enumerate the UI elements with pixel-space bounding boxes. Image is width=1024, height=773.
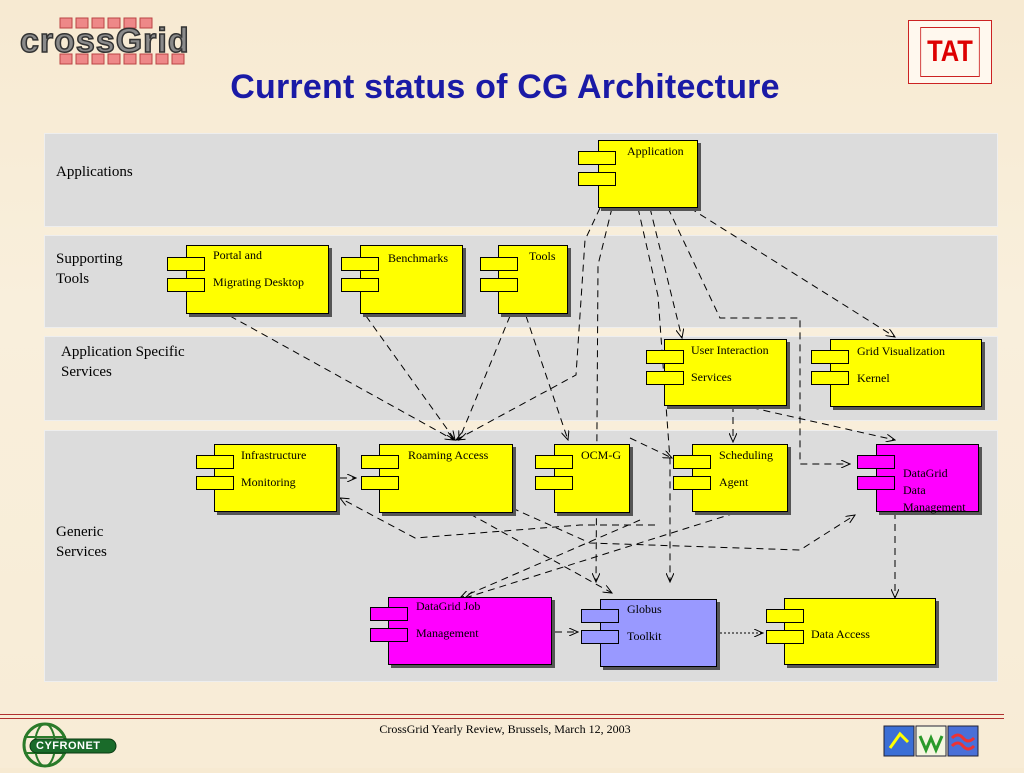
- component-scheduling-agent-line2: Agent: [719, 475, 749, 489]
- component-globus-toolkit-label: Globus Toolkit: [627, 602, 662, 643]
- component-user-interaction-line2: Services: [691, 370, 732, 384]
- component-data-access-port-2: [766, 630, 804, 644]
- component-ocm-g-label: OCM-G: [581, 448, 622, 462]
- component-infrastructure-monitoring-label: Infrastructure Monitoring: [241, 448, 306, 489]
- crossgrid-logo: crossGrid: [18, 16, 233, 66]
- component-datagrid-job-management-label: DataGrid Job Management: [416, 599, 480, 640]
- layer-label-supporting-tools: Supporting Tools: [56, 251, 123, 287]
- component-roaming-access[interactable]: Roaming Access: [379, 444, 513, 513]
- component-portal-port-2: [167, 278, 205, 292]
- component-ocm-g-port-2: [535, 476, 573, 490]
- component-benchmarks-label: Benchmarks: [388, 251, 448, 265]
- component-application-port-1: [578, 151, 616, 165]
- component-datagrid-job-management[interactable]: DataGrid Job Management: [388, 597, 552, 665]
- component-datagrid-data-management-label: DataGrid Data Management: [903, 448, 966, 533]
- component-datagrid-job-management-port-2: [370, 628, 408, 642]
- component-data-access[interactable]: Data Access: [784, 598, 936, 665]
- cyfronet-logo: CYFRONET: [20, 722, 120, 768]
- component-scheduling-agent-line1: Scheduling: [719, 448, 773, 462]
- component-infrastructure-monitoring-port-1: [196, 455, 234, 469]
- component-roaming-access-port-1: [361, 455, 399, 469]
- component-benchmarks-port-1: [341, 257, 379, 271]
- component-datagrid-job-management-port-1: [370, 607, 408, 621]
- component-datagrid-data-management-port-1: [857, 455, 895, 469]
- component-datagrid-job-management-line2: Management: [416, 626, 479, 640]
- component-user-interaction-port-1: [646, 350, 684, 364]
- layer-label-generic-services: Generic Services: [56, 524, 107, 560]
- component-grid-visualization[interactable]: Grid Visualization Kernel: [830, 339, 982, 407]
- footer-rule-top: [0, 714, 1004, 715]
- component-globus-toolkit-port-2: [581, 630, 619, 644]
- component-grid-visualization-line1: Grid Visualization: [857, 344, 946, 358]
- component-datagrid-data-management-port-2: [857, 476, 895, 490]
- component-application-label: Application: [627, 144, 684, 158]
- component-data-access-port-1: [766, 609, 804, 623]
- component-scheduling-agent-port-1: [673, 455, 711, 469]
- tat-badge: TAT: [908, 20, 992, 84]
- component-datagrid-data-management-line1: DataGrid: [903, 466, 948, 480]
- component-user-interaction-line1: User Interaction: [691, 343, 769, 357]
- footer-text: CrossGrid Yearly Review, Brussels, March…: [379, 722, 631, 736]
- component-infrastructure-monitoring-line2: Monitoring: [241, 475, 296, 489]
- component-portal-line2: Migrating Desktop: [213, 275, 304, 289]
- component-grid-visualization-line2: Kernel: [857, 371, 890, 385]
- component-datagrid-data-management-line2: Data Management: [903, 483, 966, 514]
- component-user-interaction[interactable]: User Interaction Services: [664, 339, 787, 406]
- component-user-interaction-port-2: [646, 371, 684, 385]
- flags-logo: [882, 722, 982, 762]
- component-globus-toolkit[interactable]: Globus Toolkit: [600, 599, 717, 667]
- component-ocm-g-port-1: [535, 455, 573, 469]
- layer-label-application-specific: Application Specific Services: [61, 344, 185, 380]
- cyfronet-logo-text: CYFRONET: [36, 740, 101, 752]
- component-portal-line1: Portal and: [213, 248, 262, 262]
- layer-applications: [44, 133, 998, 227]
- component-user-interaction-label: User Interaction Services: [691, 343, 769, 384]
- component-globus-toolkit-port-1: [581, 609, 619, 623]
- component-infrastructure-monitoring-port-2: [196, 476, 234, 490]
- component-grid-visualization-label: Grid Visualization Kernel: [857, 344, 945, 385]
- component-benchmarks-port-2: [341, 278, 379, 292]
- layer-label-applications: Applications: [56, 164, 133, 180]
- component-roaming-access-label: Roaming Access: [408, 448, 489, 462]
- component-infrastructure-monitoring[interactable]: Infrastructure Monitoring: [214, 444, 337, 512]
- tat-badge-text: TAT: [920, 27, 980, 77]
- logo-text: crossGrid: [19, 21, 190, 61]
- component-globus-toolkit-line2: Toolkit: [627, 629, 662, 643]
- component-portal-port-1: [167, 257, 205, 271]
- component-application-port-2: [578, 172, 616, 186]
- component-portal[interactable]: Portal and Migrating Desktop: [186, 245, 329, 314]
- page-title: Current status of CG Architecture: [230, 68, 780, 106]
- component-portal-label: Portal and Migrating Desktop: [213, 248, 304, 289]
- footer-rule-bottom: [0, 718, 1004, 719]
- component-tools-port-1: [480, 257, 518, 271]
- component-datagrid-job-management-line1: DataGrid Job: [416, 599, 481, 613]
- component-tools-port-2: [480, 278, 518, 292]
- component-scheduling-agent-port-2: [673, 476, 711, 490]
- component-grid-visualization-port-2: [811, 371, 849, 385]
- component-roaming-access-port-2: [361, 476, 399, 490]
- component-globus-toolkit-line1: Globus: [627, 602, 662, 616]
- component-grid-visualization-port-1: [811, 350, 849, 364]
- component-tools-label: Tools: [529, 249, 556, 263]
- component-scheduling-agent-label: Scheduling Agent: [719, 448, 773, 489]
- component-infrastructure-monitoring-line1: Infrastructure: [241, 448, 307, 462]
- component-data-access-label: Data Access: [811, 627, 870, 641]
